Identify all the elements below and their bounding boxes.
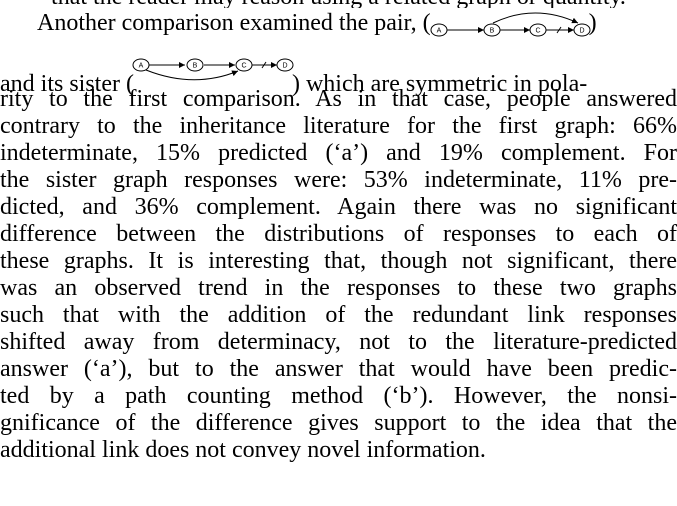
paragraph-line-2: and its sister ( A B C D <box>0 58 677 97</box>
paragraph-line-6: the sister graph responses were: 53% ind… <box>0 167 677 193</box>
paragraph-line-15: gnificance of the difference gives suppo… <box>0 410 677 436</box>
paragraph-line-12: shifted away from determinacy, not to th… <box>0 329 677 355</box>
graph1-node-d <box>573 23 591 37</box>
graph2-node-b <box>186 58 204 72</box>
paragraph-line-3: rity to the first comparison. As in that… <box>0 86 677 112</box>
line1-text-before: Another comparison examined the pair, ( <box>37 10 431 36</box>
graph2-label-a: A <box>139 63 144 70</box>
paragraph-line-8: difference between the distributions of … <box>0 221 677 247</box>
graph1-label-c: C <box>535 28 540 35</box>
graph2-label-c: C <box>241 63 246 70</box>
graph2-label-b: B <box>193 63 198 70</box>
graph1-label-d: D <box>579 28 584 35</box>
paragraph-line-9: these graphs. It is interesting that, th… <box>0 248 677 274</box>
graph2-node-c <box>235 58 253 72</box>
line2-text-after: ) which are symmetric in pola- <box>291 71 588 97</box>
graph1-label-b: B <box>489 28 494 35</box>
line1-text-after: ) <box>588 10 597 36</box>
line2-text-before: and its sister ( <box>0 71 134 97</box>
graph2-node-d <box>276 58 294 72</box>
graph-pair-first: A B C D <box>430 11 591 37</box>
paragraph-line-1: Another comparison examined the pair, ( <box>0 10 677 37</box>
graph1-node-a <box>430 23 448 37</box>
paragraph-line-14: ted by a path counting method (‘b’). How… <box>0 383 677 409</box>
paragraph-line-13: answer (‘a’), but to the answer that wou… <box>0 356 677 382</box>
graph-pair-sister: A B C D <box>132 58 294 87</box>
paragraph-line-4: contrary to the inheritance literature f… <box>0 113 677 139</box>
paragraph-line-7: dicted, and 36% complement. Again there … <box>0 194 677 220</box>
paragraph-line-11: such that with the addition of the redun… <box>0 302 677 328</box>
graph1-node-b <box>483 23 501 37</box>
cutoff-previous-line: that the reader may reason using a relat… <box>0 0 677 8</box>
graph1-label-a: A <box>436 28 441 35</box>
graph2-label-d: D <box>282 63 287 70</box>
paragraph-line-5: indeterminate, 15% predicted (‘a’) and 1… <box>0 140 677 166</box>
paragraph-line-16: additional link does not convey novel in… <box>0 437 486 463</box>
graph1-node-c <box>529 23 547 37</box>
paragraph-line-10: was an observed trend in the responses t… <box>0 275 677 301</box>
graph2-node-a <box>132 58 150 72</box>
